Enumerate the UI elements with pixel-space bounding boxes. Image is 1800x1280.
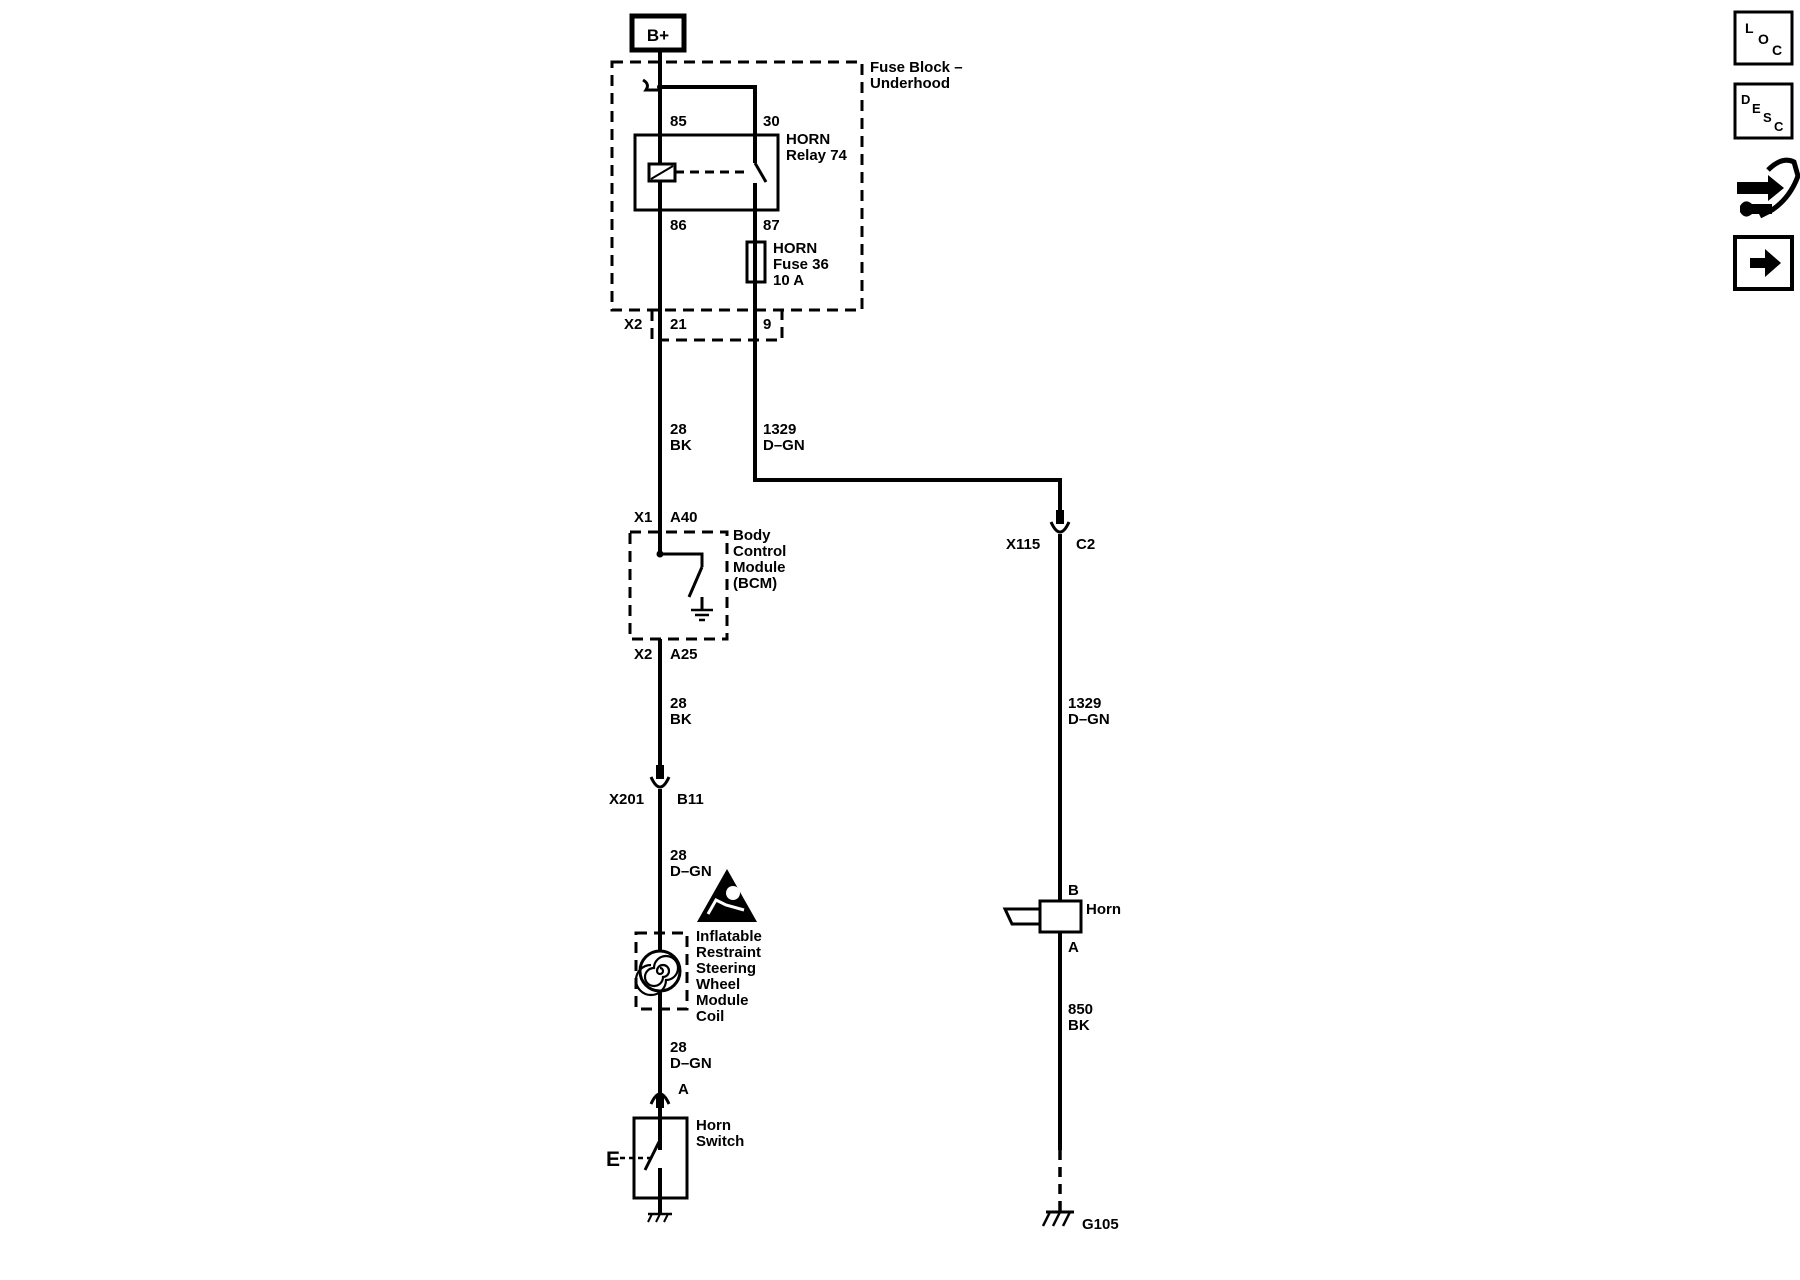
fuse-block-name-line2: Underhood [870,75,950,92]
wire-a1-circuit: 28 [670,421,687,438]
relay-switch-contact [753,162,768,183]
location-letter-c: C [1772,42,1782,58]
connector-x201-id: X201 [609,791,644,808]
bcm-switch-wire [660,552,704,567]
airbag-warning-icon [697,869,757,922]
relay-name-line2: Relay 74 [786,147,848,164]
wire-b1-color: D–GN [763,437,805,454]
connector-x115-id: X115 [1006,536,1040,553]
bcm-connector-top: X1 [634,509,652,526]
coil-name-line2: Restraint [696,944,761,961]
next-page-button[interactable] [1733,235,1794,291]
connector-x2-pin-21: 21 [670,316,687,333]
coil-name-line5: Module [696,992,749,1009]
wire-a2-circuit: 28 [670,695,687,712]
horn-body [1038,899,1083,934]
wire-b2-color: D–GN [1068,711,1110,728]
relay-pin-87: 87 [763,217,780,234]
horn-pin-b: B [1068,882,1079,899]
bcm-name-line2: Control [733,543,786,560]
horn-switch-name-line2: Switch [696,1133,744,1150]
ground-id: G105 [1082,1216,1119,1233]
description-button[interactable]: D E S C [1733,82,1794,140]
wire-a4-circuit: 28 [670,1039,687,1056]
wire-b3-color: BK [1068,1017,1090,1034]
fuse-rating: 10 A [773,272,804,289]
coil-outline [634,931,689,1011]
description-letter-c: C [1774,119,1784,134]
bcm-connector-bottom: X2 [634,646,652,663]
wire-a2-color: BK [670,711,692,728]
clock-spring-coil-icon [634,949,682,997]
location-button[interactable]: L O C [1733,10,1794,66]
battery-positive-label: B+ [647,26,669,45]
bcm-switch-contact [687,566,704,598]
chassis-ground-icon [1041,1210,1074,1227]
description-letter-e: E [1752,101,1761,116]
bcm-name-line4: (BCM) [733,575,777,592]
horn-icon [1002,907,1040,926]
wire-a1-color: BK [670,437,692,454]
bcm-name-line1: Body [733,527,771,544]
location-letter-o: O [1758,31,1769,47]
battery-positive-source: B+ [629,13,687,53]
wire-a3-color: D–GN [670,863,712,880]
bcm-ground-icon [691,608,713,622]
relay-pin-86: 86 [670,217,687,234]
location-letter-l: L [1745,20,1754,36]
fuse-block-outline [610,60,864,312]
relay-name-line1: HORN [786,131,830,148]
relay-body [633,133,780,212]
horn-switch-pin: A [678,1081,689,1098]
wrench-hand-icon[interactable] [1737,157,1800,219]
horn-switch-name-line1: Horn [696,1117,731,1134]
connector-x2-outline [650,310,784,342]
fuse-block-name-line1: Fuse Block – [870,59,963,76]
description-letter-d: D [1741,92,1750,107]
wire-b2-circuit: 1329 [1068,695,1101,712]
wire-b3-circuit: 850 [1068,1001,1093,1018]
bcm-outline [628,530,729,641]
relay-pin-30: 30 [763,113,780,130]
wire-a3-circuit: 28 [670,847,687,864]
horn-pin-a: A [1068,939,1079,956]
horn-label: Horn [1086,901,1121,918]
relay-pin-85: 85 [670,113,687,130]
description-letter-s: S [1763,110,1772,125]
connector-x201-icon [649,776,671,789]
bcm-pin-top: A40 [670,509,698,526]
busbar-tab-icon [642,78,660,92]
wire-1329-dgn-upper [753,282,1062,522]
wire-b1-circuit: 1329 [763,421,796,438]
relay-switch-feed-wire [660,85,757,135]
connector-x2-id: X2 [624,316,642,333]
coil-name-line1: Inflatable [696,928,762,945]
wire-a4-color: D–GN [670,1055,712,1072]
fuse-name-line2: Fuse 36 [773,256,829,273]
connector-x2-pin-9: 9 [763,316,771,333]
connector-x201-pin: B11 [677,791,704,808]
horn-switch-ground-icon [647,1212,672,1223]
coil-name-line4: Wheel [696,976,740,993]
bcm-pin-bottom: A25 [670,646,698,663]
connector-x115-icon [1049,521,1071,534]
horn-switch-contact [643,1139,662,1171]
coil-name-line6: Coil [696,1008,724,1025]
arrow-right-icon [1750,249,1781,277]
bcm-name-line3: Module [733,559,786,576]
horn-switch-side-marker: E [606,1148,620,1171]
coil-name-line3: Steering [696,960,756,977]
fuse-name-line1: HORN [773,240,817,257]
connector-x115-pin: C2 [1076,536,1095,553]
